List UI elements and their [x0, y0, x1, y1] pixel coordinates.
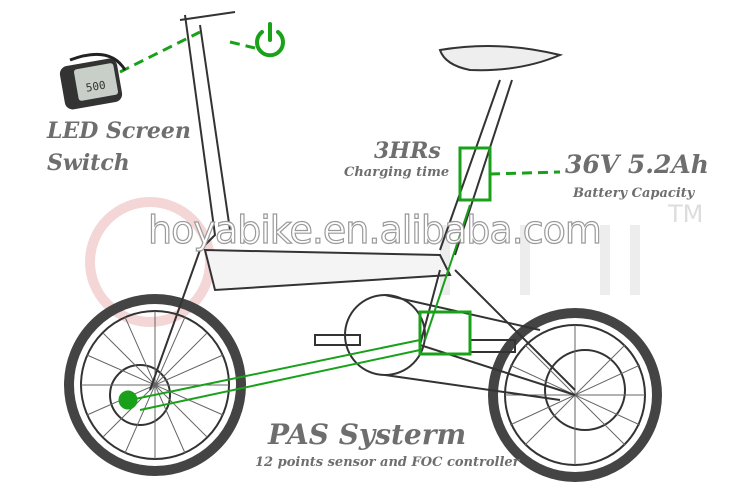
led-display-icon: 500 — [59, 52, 127, 110]
battery-caption: Battery Capacity — [573, 186, 695, 201]
charging-time-value: 3HRs — [374, 138, 441, 164]
rear-wheel — [488, 308, 662, 482]
watermark-url: hoyabike.en.alibaba.com — [147, 207, 602, 252]
annotation-lines — [118, 30, 561, 411]
power-icon — [255, 22, 285, 58]
pas-system-caption: 12 points sensor and FOC controller — [255, 455, 520, 470]
led-screen-label: LED Screen — [47, 118, 191, 144]
bike-frame — [149, 11, 576, 401]
switch-label: Switch — [47, 150, 130, 176]
battery-pointer-line — [489, 170, 561, 176]
charging-time-caption: Charging time — [344, 165, 450, 180]
watermark-trademark: TM — [668, 200, 704, 228]
battery-value: 36V 5.2Ah — [565, 150, 709, 179]
pas-system-title: PAS Systerm — [268, 418, 467, 451]
pas-sensor-marker — [418, 310, 472, 356]
front-wheel — [64, 294, 246, 476]
svg-text:500: 500 — [85, 78, 107, 94]
